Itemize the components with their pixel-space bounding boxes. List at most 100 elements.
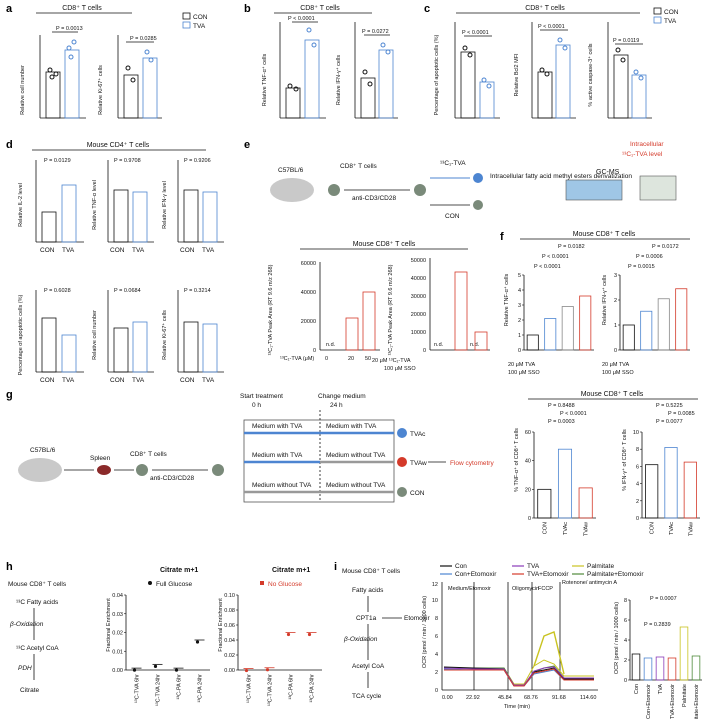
chart-i-ocr: OCR (pmol / min / 1000 cells) Medium/Eto… [422, 580, 617, 710]
f2-axis-bar-0 [622, 324, 635, 351]
i-legend-1: Con+Etomoxir [455, 571, 497, 578]
panel-f: f Mouse CD8⁺ T cells Relative TNF-α⁺ cel… [500, 231, 690, 376]
panel-c: c CD8⁺ T cells CON TVA Percentage of apo… [424, 3, 679, 119]
f2-axis-ytick-1: 1 [614, 323, 617, 329]
h1-axis-ytick-1: 0.01 [112, 649, 123, 655]
h2-axis-ytick-3: 0.06 [224, 623, 235, 629]
g2-axis-ytick-5: 10 [633, 430, 639, 436]
e1-xlabel: ¹³C₁-TVA (μM) [280, 356, 314, 362]
e1-ytick-0: 0 [313, 348, 316, 354]
f1-axis-bar-1 [544, 318, 557, 351]
g2-p1: P = 0.5225 [656, 403, 683, 409]
g-row1-b: Medium with TVA [326, 423, 377, 430]
chart-d3: Relative IFN-γ level P = 0.9206 CON TVA [162, 158, 224, 254]
g1-axis-ytick-1: 20 [525, 487, 531, 493]
h1-axis-point-3 [195, 640, 200, 644]
f-row1b: 20 μM TVA [602, 362, 629, 368]
chart-b1-p: P < 0.0001 [288, 16, 315, 22]
chart-c2: Relative Bcl2 MFI P < 0.0001 [514, 22, 576, 119]
e-tva-label: ¹³C₁-TVA [440, 160, 466, 167]
h2-legend: No Glucose [268, 581, 302, 588]
g-row3-b: Medium without TVA [326, 482, 386, 489]
e2-ytick-4: 40000 [411, 276, 426, 282]
chart-c2-ylabel: Relative Bcl2 MFI [514, 53, 520, 97]
g-cells-label: CD8⁺ T cells [130, 451, 168, 458]
chart-b1-ylabel: Relative TNF-α⁺ cells [261, 54, 268, 107]
chart-c2-p: P < 0.0001 [538, 24, 565, 30]
chart-e1-ylabel: ¹³C₁-TVA Peak Area (RT 9.6 m/z 268) [268, 264, 274, 355]
g-row3-a: Medium without TVA [252, 482, 312, 489]
e-stim-label: anti-CD3/CD28 [352, 195, 396, 202]
h1-axis-xcat-1: ¹³C-TVA 24hr [156, 674, 162, 706]
f1-axis-bar-0 [526, 334, 539, 351]
e2-ytick-1: 10000 [411, 330, 426, 336]
chart-c3: % active caspase-3⁺ cells P = 0.0119 [587, 22, 652, 119]
chart-b2: Relative IFN-γ⁺ cells P = 0.0272 [335, 22, 398, 119]
f2-p1: P = 0.0015 [628, 264, 655, 270]
ib-axis-ytick-2: 4 [624, 638, 627, 644]
g1-axis-ytick-2: 40 [525, 459, 531, 465]
h2-axis-xcat-3: ¹³C-PA 24hr [310, 674, 316, 703]
e1-nd: n.d. [326, 342, 336, 348]
chart-d5: Relative cell number P = 0.0684 CON TVA [92, 288, 154, 384]
i-bar-p1: P = 0.0007 [650, 596, 677, 602]
i-xtick-1: 22.92 [466, 695, 480, 701]
chart-c1-p: P < 0.0001 [462, 30, 489, 36]
ib-axis-ytick-4: 8 [624, 598, 627, 604]
e-cells-label: CD8⁺ T cells [340, 163, 378, 170]
ib-axis-bar-0 [631, 653, 641, 681]
chart-a1: Relative cell number P = 0.0013 [20, 26, 86, 119]
spleen-icon [97, 465, 111, 475]
ib-axis-xcat-0: Con [634, 684, 640, 694]
g-con-icon [397, 487, 407, 497]
f2-axis-bar-1 [640, 310, 653, 351]
i-legend-2: TVA [527, 563, 540, 570]
e2-ytick-5: 50000 [411, 258, 426, 264]
panel-d-header: Mouse CD4⁺ T cells [87, 142, 150, 149]
h2-axis-point-0 [244, 668, 249, 673]
e2-nd-1: n.d. [434, 342, 444, 348]
panel-letter-f: f [500, 231, 504, 243]
f2-axis-bar-2 [657, 298, 670, 351]
legend-con: CON [193, 14, 208, 21]
i-legend-4: Palmitate [587, 563, 614, 570]
g-flow: Flow cytometry [450, 460, 494, 467]
g-mouse-icon [18, 458, 62, 482]
f1-p1: P < 0.0001 [534, 264, 561, 270]
panel-letter-c: c [424, 3, 430, 15]
e2-ytick-3: 30000 [411, 294, 426, 300]
h1-title: Citrate m+1 [160, 567, 198, 574]
i-ytick-5: 10 [432, 598, 438, 604]
e1-xtick-1: 20 [348, 356, 354, 362]
g1-axis-bar-0 [537, 488, 552, 519]
g2-axis-ytick-1: 2 [636, 499, 639, 505]
gcms-machine-icon [565, 179, 623, 201]
i-ytick-4: 8 [435, 616, 438, 622]
chart-d1-p: P = 0.0129 [44, 158, 71, 164]
h1-axis-ytick-4: 0.04 [112, 593, 123, 599]
h2-legend-dot [260, 581, 264, 585]
g1-axis-bar-1 [557, 448, 573, 519]
d6-xcat-tva: TVA [202, 377, 215, 384]
g1-axis-ytick-3: 60 [525, 430, 531, 436]
h1-axis-ytick-3: 0.03 [112, 612, 123, 618]
d5-xcat-tva: TVA [132, 377, 145, 384]
g1-ylabel: % TNF-α⁺ of CD8⁺ T cells [513, 428, 520, 492]
e-con-cells-icon [473, 200, 483, 210]
e1-ytick-2: 40000 [301, 290, 316, 296]
e-subheader: Mouse CD8⁺ T cells [353, 241, 416, 248]
g2-axis-xcat-1: TVAc [669, 522, 675, 535]
chart-a2-ylabel: Relative Ki-67⁺ cells [97, 65, 104, 115]
f-row2b: 100 μM SSO [602, 370, 634, 376]
chart-a2-p: P = 0.0285 [130, 36, 157, 42]
chart-d4-p: P = 0.6028 [44, 288, 71, 294]
e2-ytick-2: 20000 [411, 312, 426, 318]
panel-letter-e: e [244, 139, 250, 151]
chart-d6: Relative Ki-67⁺ cells P = 0.3214 CON TVA [161, 288, 224, 384]
i-path-0: Mouse CD8⁺ T cells [342, 568, 401, 575]
e-step-label: Intracellular fatty acid methyl esters d… [490, 173, 632, 180]
h-path-1: ¹³C Fatty acids [16, 599, 59, 606]
